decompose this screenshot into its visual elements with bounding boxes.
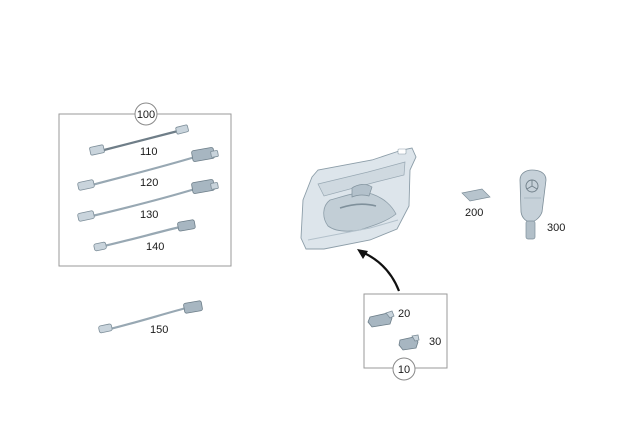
part-30-clip[interactable] — [398, 334, 420, 351]
part-200-pad[interactable] — [461, 188, 491, 202]
group-10-bubble[interactable] — [392, 357, 416, 381]
part-30-label: 30 — [429, 336, 441, 348]
callout-arrow — [357, 249, 401, 292]
part-20-label: 20 — [398, 308, 410, 320]
part-140-label: 140 — [146, 241, 164, 253]
part-150-cable[interactable] — [98, 300, 203, 334]
part-110-usb-cable[interactable] — [89, 124, 189, 156]
part-300-label: 300 — [547, 222, 565, 234]
group-10-frame — [363, 293, 448, 369]
part-150-label: 150 — [150, 324, 168, 336]
part-200-label: 200 — [465, 207, 483, 219]
part-300-car-key[interactable] — [519, 169, 547, 240]
door-trim-panel[interactable] — [300, 147, 417, 250]
part-120-label: 120 — [140, 177, 158, 189]
part-110-label: 110 — [140, 146, 158, 158]
part-130-cable[interactable] — [77, 179, 219, 222]
part-140-cable[interactable] — [93, 219, 196, 252]
group-100-bubble[interactable] — [134, 102, 158, 126]
part-120-cable[interactable] — [77, 147, 219, 191]
part-130-label: 130 — [140, 209, 158, 221]
group-100-label: 100 — [137, 109, 155, 121]
group-10-label: 10 — [398, 364, 410, 376]
part-20-clip[interactable] — [367, 310, 395, 328]
